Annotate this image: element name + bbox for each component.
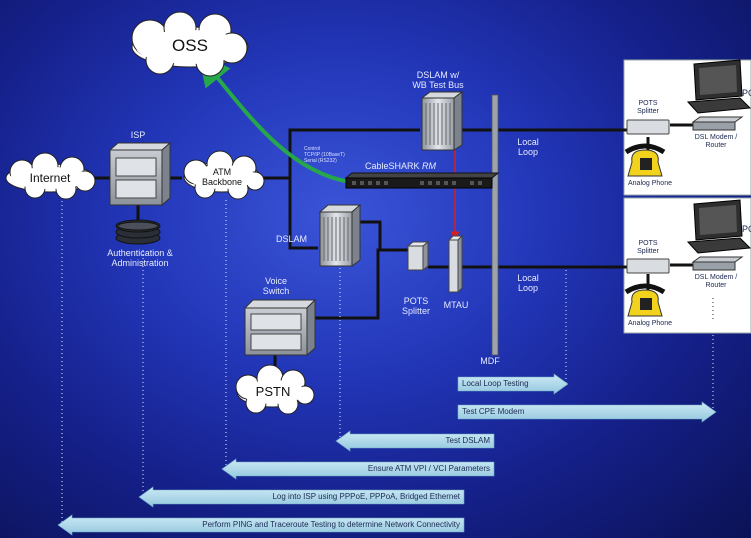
mtau-label: MTAU: [443, 300, 469, 310]
isp-label: ISP: [130, 130, 146, 140]
test-arrow-label-3: Ensure ATM VPI / VCI Parameters: [367, 464, 490, 473]
cpe-splitter-label-1-line2: Splitter: [637, 108, 659, 115]
voice-switch-label-line1: Voice: [264, 276, 288, 286]
control-link: [197, 53, 351, 184]
analog-phone-icon-1: [624, 143, 666, 177]
atm-backbone-cloud: ATM Backbone: [188, 167, 256, 187]
dsl-modem-icon-2: [691, 256, 744, 271]
laptop-icon-1: [686, 59, 751, 114]
cpe-splitter-label-2-line1: POTS: [638, 240, 658, 247]
test-arrow-label-4: Log into ISP using PPPoE, PPPoA, Bridged…: [272, 492, 460, 501]
internet-cloud-shape: [5, 152, 96, 200]
atm-label-line2: Backbone: [201, 177, 243, 187]
test-arrow-label-5: Perform PING and Traceroute Testing to d…: [202, 520, 460, 529]
test-arrow-1: [457, 401, 717, 423]
pc-label-2: PC: [742, 224, 751, 234]
control-label-line2: TCP/IP (10BaseT): [304, 152, 345, 158]
pots-splitter-cpe-icon-2: [626, 258, 670, 274]
voice-switch-icon: [243, 298, 317, 357]
oss-label: OSS: [172, 36, 208, 55]
mdf-label: MDF: [480, 356, 500, 366]
internet-cloud: Internet: [10, 171, 90, 185]
analog-phone-icon-2: [624, 283, 666, 317]
dsl-modem-label-1-line1: DSL Modem /: [694, 134, 738, 141]
laptop-icon-2: [686, 199, 751, 254]
dslam-wb-label: DSLAM w/ WB Test Bus: [402, 70, 474, 90]
test-arrow-2: [335, 430, 495, 452]
cableshark-name: CableSHARK: [365, 161, 420, 171]
local-loop-label-1-line1: Local: [517, 137, 539, 147]
test-dotted-lines: [61, 197, 714, 523]
dslam-wb-label-line1: DSLAM w/: [416, 70, 460, 80]
cpe-splitter-label-2: POTS Splitter: [628, 240, 668, 256]
dsl-modem-label-2-line2: Router: [705, 282, 727, 289]
voice-switch-label-line2: Switch: [262, 286, 290, 296]
cpe-splitter-label-2-line2: Splitter: [637, 248, 659, 255]
test-arrow-label-0: Local Loop Testing: [462, 379, 529, 388]
mdf-frame: [491, 94, 499, 356]
oss-cloud: OSS: [150, 36, 230, 56]
control-label-line1: Control: [304, 146, 321, 152]
mtau-icon: [447, 234, 464, 294]
pots-splitter-co-icon: [406, 240, 430, 272]
pstn-label: PSTN: [255, 384, 291, 399]
cpe-splitter-label-1: POTS Splitter: [628, 100, 668, 116]
dslam-label: DSLAM: [276, 234, 308, 244]
control-label: Control TCP/IP (10BaseT) Serial (RS232): [304, 146, 345, 164]
auth-label-line2: Administration: [111, 258, 169, 268]
local-loop-label-2-line2: Loop: [517, 283, 539, 293]
dslam-rack-icon: [318, 203, 362, 267]
local-loop-label-1: Local Loop: [508, 137, 548, 157]
dsl-modem-label-2-line1: DSL Modem /: [694, 274, 738, 281]
voice-switch-label: Voice Switch: [246, 276, 306, 296]
pstn-cloud-shape: [235, 364, 315, 415]
oss-cloud-shape: [131, 11, 249, 77]
test-arrow-4: [138, 486, 465, 508]
dsl-modem-label-2: DSL Modem / Router: [684, 274, 748, 290]
pots-splitter-co-label-line2: Splitter: [401, 306, 430, 316]
cpe-splitter-label-1-line1: POTS: [638, 100, 658, 107]
atm-cloud-shape: [183, 150, 265, 200]
pots-splitter-co-label: POTS Splitter: [396, 296, 436, 316]
auth-storage-icon: [115, 219, 161, 245]
test-arrow-label-1: Test CPE Modem: [462, 407, 525, 416]
pots-splitter-cpe-icon-1: [626, 119, 670, 135]
cableshark-unit-icon: [344, 172, 500, 189]
pstn-cloud: PSTN: [238, 384, 308, 400]
control-label-line3: Serial (RS232): [304, 158, 337, 164]
test-arrow-5: [57, 514, 465, 536]
local-loop-label-1-line2: Loop: [517, 147, 539, 157]
cableshark-label: CableSHARK RM: [365, 161, 475, 171]
local-loop-label-2-line1: Local: [517, 273, 539, 283]
auth-label-line1: Authentication &: [107, 248, 173, 258]
test-arrow-3: [221, 458, 495, 480]
dslam-wb-label-line2: WB Test Bus: [412, 80, 464, 90]
atm-label-line1: ATM: [212, 167, 232, 177]
analog-phone-label-1: Analog Phone: [628, 180, 672, 187]
pc-label-1: PC: [742, 88, 751, 98]
dsl-modem-label-1-line2: Router: [705, 142, 727, 149]
pots-splitter-co-label-line1: POTS: [403, 296, 429, 306]
analog-phone-label-2: Analog Phone: [628, 320, 672, 327]
test-arrow-label-2: Test DSLAM: [445, 436, 490, 445]
dsl-modem-icon-1: [691, 116, 744, 131]
test-arrow-0: [457, 373, 569, 395]
cableshark-rm: RM: [422, 161, 437, 171]
dsl-modem-label-1: DSL Modem / Router: [684, 134, 748, 150]
local-loop-label-2: Local Loop: [508, 273, 548, 293]
dslam-wb-rack-icon: [420, 91, 464, 151]
internet-label: Internet: [29, 171, 71, 185]
auth-label: Authentication & Administration: [98, 248, 182, 268]
isp-server-icon: [108, 141, 172, 207]
